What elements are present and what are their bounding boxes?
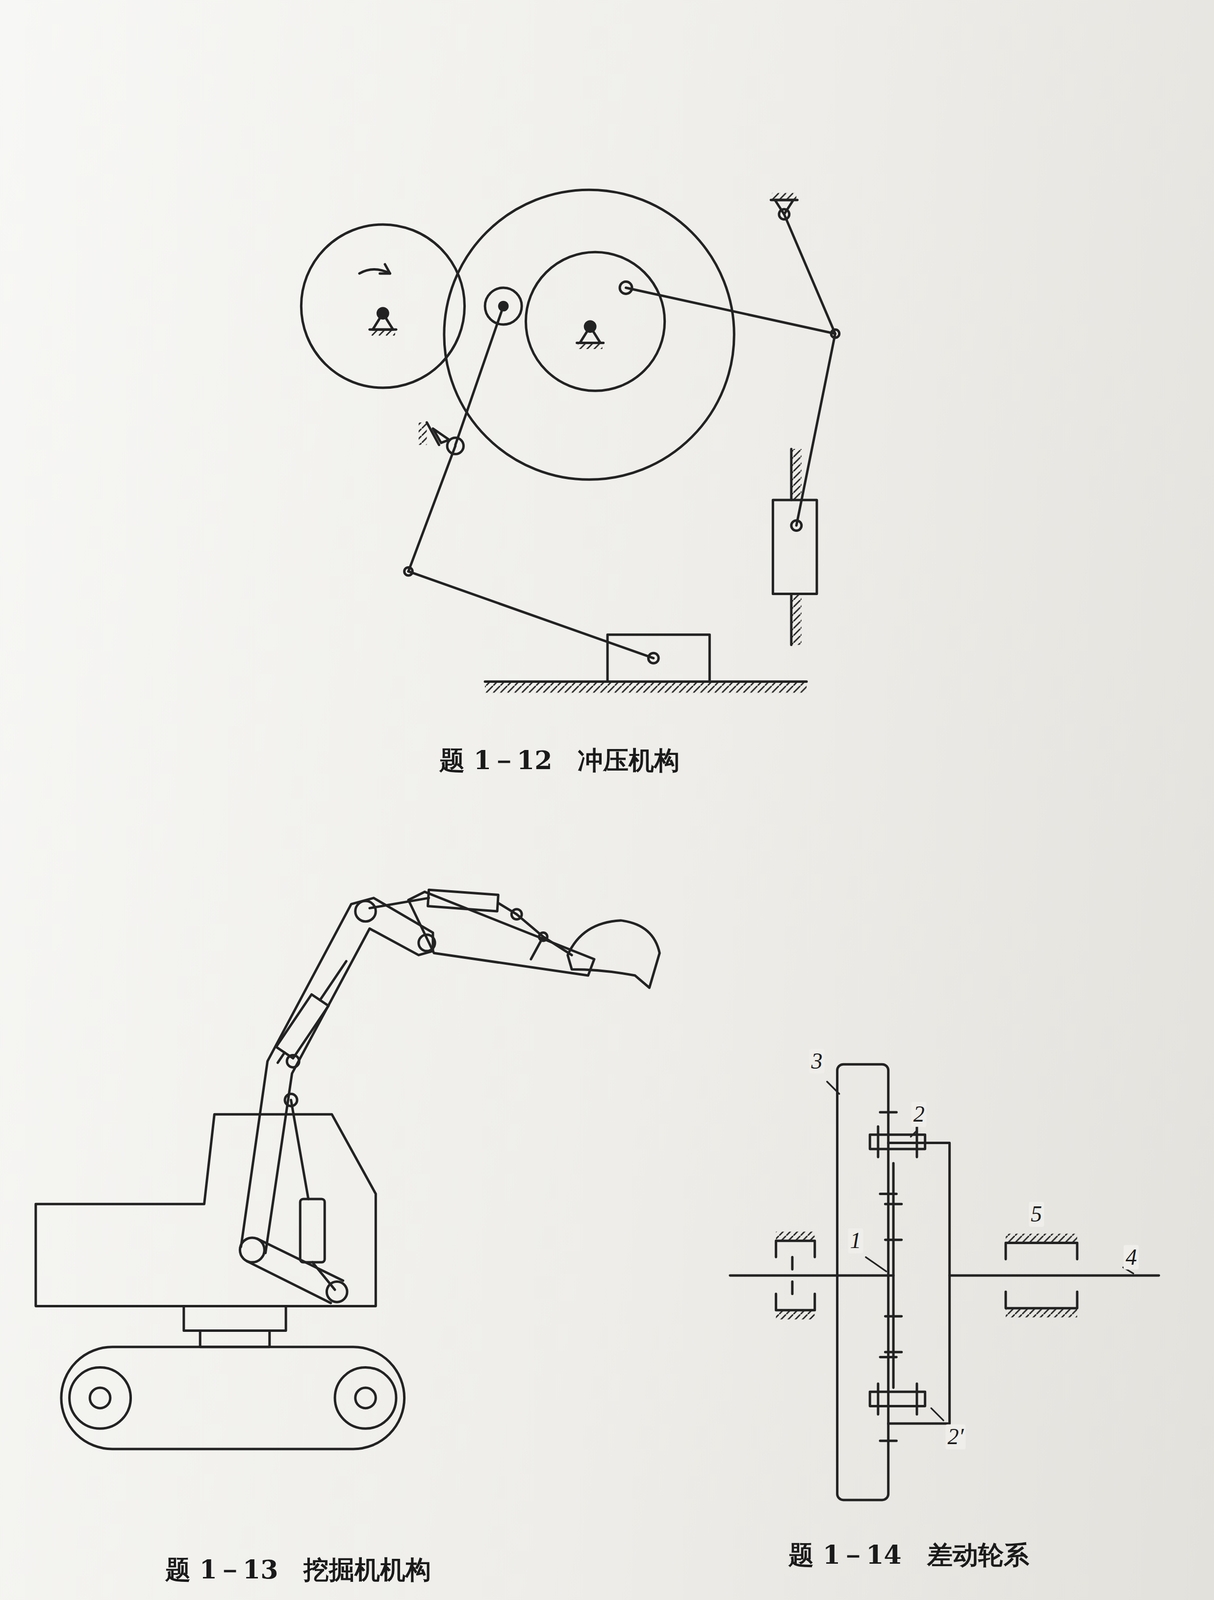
crawler-track [61, 1347, 405, 1450]
boom-cylinder [269, 955, 355, 1069]
fixed-pivot [577, 321, 604, 350]
drawing-stroke [426, 422, 439, 446]
track-wheel [69, 1367, 131, 1429]
track-wheel [334, 1367, 397, 1429]
bearing [1005, 1242, 1078, 1309]
leader-line [865, 1257, 887, 1272]
ground-symbol [418, 422, 450, 446]
figure-caption: 题 1－13 挖掘机机构 [165, 1555, 432, 1584]
cam-disc [525, 252, 665, 391]
drawing-stroke [370, 329, 396, 336]
ground-hatch [792, 594, 802, 646]
left-gear [301, 224, 465, 388]
leader-line [910, 1130, 917, 1137]
guide-line [484, 680, 807, 683]
slider-pin [791, 520, 802, 532]
ground-hatch [776, 1232, 815, 1242]
carrier [888, 1142, 950, 1424]
stamping-mechanism [301, 189, 839, 693]
connecting-rod [408, 571, 654, 659]
rocker-link [784, 214, 835, 334]
rocker-link [455, 305, 504, 445]
machine-body [35, 1114, 376, 1307]
boom [240, 898, 433, 1254]
ground-hatch [776, 1310, 815, 1320]
joint [286, 1055, 300, 1068]
planet-teeth [878, 1126, 917, 1158]
callout-number: 1 [848, 1228, 864, 1254]
joint [326, 1282, 348, 1303]
cylinder-rod [369, 898, 430, 909]
slider [772, 500, 817, 595]
turntable-base [200, 1330, 270, 1347]
ground-hatch [484, 682, 807, 694]
drawing-stroke [372, 313, 394, 330]
bucket [567, 920, 660, 988]
callout-number: 3 [809, 1049, 825, 1075]
ground-hatch [1005, 1234, 1078, 1244]
stick-pivot [418, 935, 435, 952]
fixed-pivot [369, 308, 397, 336]
turntable [183, 1306, 286, 1331]
drawing-stroke [418, 422, 428, 446]
drawing-stroke [35, 189, 1160, 1501]
joint [539, 933, 548, 942]
drawing-stroke [320, 961, 347, 1001]
planet-teeth [878, 1384, 917, 1415]
leader-line [827, 1082, 840, 1095]
connecting-rod [796, 333, 835, 526]
link-bar [247, 1239, 344, 1304]
callout-number: 2′ [945, 1424, 966, 1450]
arrow-head [379, 264, 391, 274]
track-wheel-hub [89, 1388, 111, 1409]
lift-cylinder [300, 1199, 325, 1263]
drawing-stroke [775, 200, 794, 215]
boom-joint [355, 901, 377, 922]
slider [607, 634, 710, 683]
callout-number: 5 [1028, 1202, 1044, 1228]
figure-caption: 题 1－12 冲压机构 [439, 746, 681, 775]
stick-cylinder [428, 889, 499, 912]
excavator-mechanism [35, 889, 660, 1450]
shaft [730, 1274, 894, 1278]
guide-line [789, 449, 793, 646]
drawing-stroke [771, 192, 797, 201]
rocker-arm [408, 446, 456, 572]
ground-hatch [1005, 1308, 1078, 1318]
bearing [776, 1240, 815, 1311]
figure-caption: 题 1－14 差动轮系 [788, 1541, 1030, 1570]
slider-pin [648, 653, 659, 664]
callout-number: 4 [1123, 1244, 1139, 1270]
large-gear [444, 189, 734, 480]
bucket-linkage [516, 914, 572, 960]
leader-line [931, 1408, 944, 1421]
track-wheel-hub [355, 1388, 377, 1409]
stick [408, 891, 595, 976]
drawing-stroke [580, 326, 601, 343]
drawing-stroke [278, 1052, 285, 1063]
bearing-web [790, 1257, 794, 1295]
gear-teeth [885, 1204, 902, 1353]
coupler [626, 287, 836, 334]
shaft [949, 1274, 1160, 1278]
differential-gear-train [730, 1064, 1160, 1501]
callout-number: 2 [911, 1102, 927, 1128]
drawing-stroke [276, 994, 329, 1059]
ground-hatch [792, 449, 802, 501]
link [290, 1100, 308, 1200]
drawing-stroke [578, 342, 603, 349]
ring-gear [837, 1064, 889, 1501]
